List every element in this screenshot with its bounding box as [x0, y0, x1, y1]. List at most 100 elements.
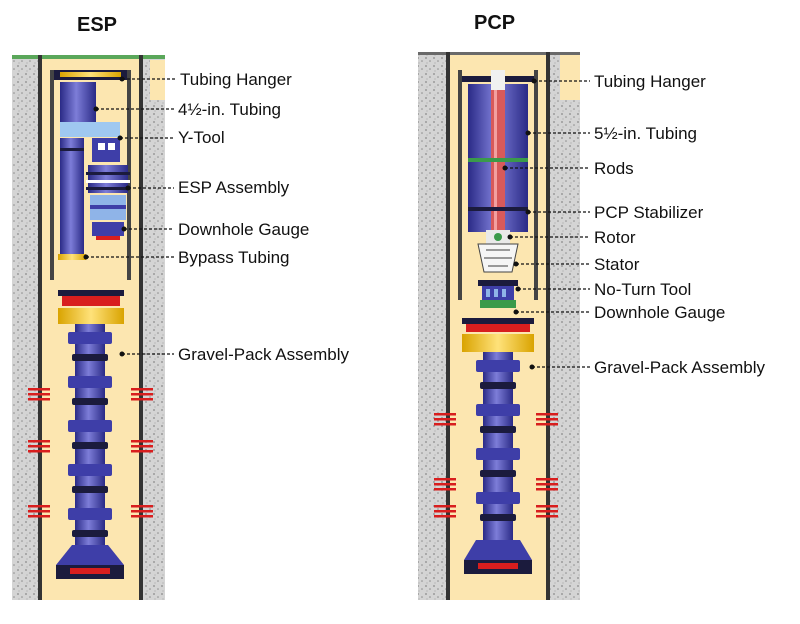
- pcp-surface-line: [418, 52, 580, 55]
- pcp-perforation-mark: [536, 418, 558, 421]
- esp-perforation-mark: [131, 388, 153, 391]
- esp-perforation-mark: [131, 440, 153, 443]
- pcp-perforation-mark: [536, 505, 558, 508]
- esp-gp-collar: [72, 486, 108, 493]
- pcp-perforation-mark: [536, 488, 558, 491]
- pcp-formation-left: [418, 52, 446, 600]
- esp-surface-line: [12, 55, 165, 59]
- esp-perforation-mark: [28, 505, 50, 508]
- pcp-label-gravel-pack-assembly: Gravel-Pack Assembly: [594, 358, 765, 377]
- esp-label-downhole-gauge: Downhole Gauge: [178, 220, 310, 239]
- pcp-label-rotor: Rotor: [594, 228, 636, 247]
- esp-perforation-mark: [131, 515, 153, 518]
- pcp-casing-left: [446, 52, 450, 600]
- pcp-perforation-mark: [536, 515, 558, 518]
- esp-label-esp-assembly: ESP Assembly: [178, 178, 290, 197]
- pcp-downhole-gauge: [480, 300, 516, 308]
- esp-formation-right: [143, 55, 165, 600]
- esp-gp-collar: [72, 354, 108, 361]
- pcp-label-downhole-gauge: Downhole Gauge: [594, 303, 726, 322]
- esp-tubing: [60, 82, 96, 122]
- esp-perforation-mark: [131, 398, 153, 401]
- pcp-perforation-mark: [536, 483, 558, 486]
- esp-perforation-mark: [131, 510, 153, 513]
- esp-perforation-mark: [28, 445, 50, 448]
- pcp-leader-dot-tubing-hanger: [531, 78, 537, 84]
- esp-perforation-mark: [131, 445, 153, 448]
- pcp-stator: [477, 243, 519, 273]
- pcp-gp-collar: [480, 514, 516, 521]
- esp-leader-lines: [83, 76, 176, 357]
- pcp-label-stator: Stator: [594, 255, 640, 274]
- esp-label-gravel-pack-assembly: Gravel-Pack Assembly: [178, 345, 349, 364]
- esp-gp-collar: [72, 530, 108, 537]
- pcp-label-5half-in-tubing: 5½-in. Tubing: [594, 124, 698, 143]
- pcp-leader-dot-rods: [502, 165, 508, 171]
- esp-label-tubing-hanger: Tubing Hanger: [180, 70, 292, 89]
- esp-leader-dot-bypass-tubing: [83, 254, 89, 260]
- pcp-bottom-assembly: [464, 540, 532, 574]
- esp-label-y-tool: Y-Tool: [178, 128, 225, 147]
- pcp-stabilizer: [468, 158, 528, 211]
- esp-gp-collar: [68, 376, 112, 388]
- esp-gp-collar: [68, 332, 112, 344]
- pcp-label-pcp-stabilizer: PCP Stabilizer: [594, 203, 704, 222]
- esp-gp-collar: [72, 442, 108, 449]
- pcp-perforation-mark: [434, 510, 456, 513]
- pcp-leader-dot-stator: [513, 261, 519, 267]
- esp-gravel-pack-assembly: [68, 324, 112, 545]
- pcp-leader-dot-5half-in-tubing: [525, 130, 531, 136]
- pcp-perforations: [434, 413, 558, 518]
- pcp-gp-collar: [476, 448, 520, 460]
- esp-downhole-gauge: [92, 222, 124, 240]
- esp-perforation-mark: [28, 398, 50, 401]
- esp-bottom-assembly: [56, 545, 124, 579]
- pcp-perforation-mark: [434, 418, 456, 421]
- pcp-leader-lines: [502, 78, 590, 370]
- pcp-leader-dot-gravel-pack-assembly: [529, 364, 535, 370]
- esp-label-4half-in-tubing: 4½-in. Tubing: [178, 100, 282, 119]
- pcp-leader-dot-downhole-gauge: [513, 309, 519, 315]
- pcp-gp-collar: [480, 426, 516, 433]
- esp-leader-dot-tubing-hanger: [119, 76, 125, 82]
- pcp-no-turn-tool: [478, 280, 518, 300]
- esp-gp-collar: [68, 508, 112, 520]
- pcp-packer: [462, 318, 534, 352]
- esp-perforation-mark: [131, 393, 153, 396]
- pcp-gp-collar: [476, 360, 520, 372]
- pcp-gp-body: [483, 352, 513, 540]
- esp-perforation-mark: [28, 388, 50, 391]
- pcp-rotor: [486, 230, 510, 244]
- pcp-leader-dot-pcp-stabilizer: [525, 209, 531, 215]
- pcp-inner-casing-left: [458, 70, 462, 300]
- esp-perforation-mark: [131, 450, 153, 453]
- esp-assembly: [86, 165, 130, 220]
- esp-casing-left: [38, 55, 42, 600]
- pcp-label-no-turn-tool: No-Turn Tool: [594, 280, 692, 299]
- pcp-leader-dot-no-turn-tool: [515, 286, 521, 292]
- pcp-perforation-mark: [536, 510, 558, 513]
- esp-inner-casing-left: [50, 70, 54, 280]
- pcp-gp-collar: [480, 382, 516, 389]
- esp-perforation-mark: [28, 440, 50, 443]
- pcp-label-tubing-hanger: Tubing Hanger: [594, 72, 706, 91]
- pcp-perforation-mark: [536, 413, 558, 416]
- esp-perforation-mark: [28, 450, 50, 453]
- esp-y-tool: [60, 122, 120, 162]
- pcp-upper-notch: [560, 55, 580, 100]
- esp-perforations: [28, 388, 153, 518]
- pcp-inner-casing-right: [534, 70, 538, 300]
- pcp-formation-right: [550, 52, 580, 600]
- esp-packer: [58, 290, 124, 324]
- pcp-perforation-mark: [536, 478, 558, 481]
- esp-title: ESP: [77, 14, 118, 36]
- pcp-rod-top: [491, 70, 505, 90]
- pcp-perforation-mark: [434, 478, 456, 481]
- pcp-perforation-mark: [434, 483, 456, 486]
- esp-tubing-hanger: [54, 70, 127, 80]
- pcp-leader-dot-rotor: [507, 234, 513, 240]
- pcp-gp-collar: [476, 492, 520, 504]
- pcp-casing-right: [546, 52, 550, 600]
